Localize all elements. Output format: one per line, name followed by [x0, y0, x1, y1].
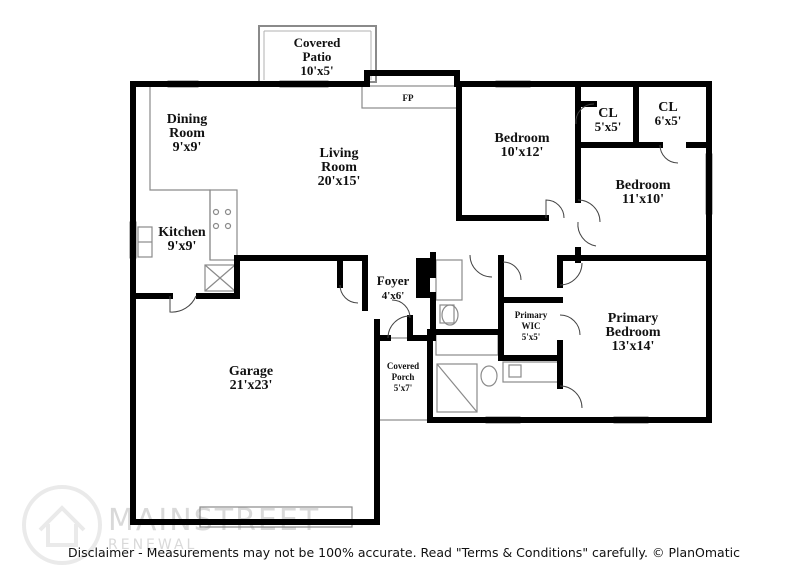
door-swings: [169, 103, 679, 409]
bedroom-2-size: 11'x10': [622, 192, 664, 207]
closet-1-label: CL: [598, 106, 617, 121]
covered-patio-size: 10'x5': [300, 63, 333, 78]
primary-wic-label: Primary: [515, 310, 548, 320]
living-room-label-2: Room: [321, 160, 357, 175]
covered-patio-label-2: Patio: [303, 49, 332, 64]
bedroom-1-size: 10'x12': [501, 145, 544, 160]
kitchen-label: Kitchen: [158, 225, 206, 240]
walls: [130, 70, 712, 525]
living-room-label: Living: [320, 146, 359, 161]
covered-porch-size: 5'x7': [394, 383, 413, 393]
wall-block: [416, 258, 430, 298]
dining-room-label: Dining: [167, 112, 207, 127]
primary-wic-size: 5'x5': [522, 332, 541, 342]
bedroom-2-label: Bedroom: [616, 178, 671, 193]
fireplace-label: FP: [403, 93, 414, 103]
primary-wic-label-2: WIC: [521, 321, 540, 331]
covered-patio-label: Covered: [294, 35, 341, 50]
closet-2-size: 6'x5': [655, 113, 682, 128]
windows: [129, 80, 713, 424]
watermark-sub: RENEWAL: [108, 537, 197, 553]
foyer-label: Foyer: [377, 273, 410, 288]
garage-label: Garage: [229, 364, 273, 379]
dining-room-size: 9'x9': [173, 140, 202, 155]
disclaimer: Disclaimer - Measurements may not be 100…: [68, 545, 740, 560]
covered-porch-label-2: Porch: [392, 372, 415, 382]
closet-1-size: 5'x5': [595, 119, 622, 134]
garage-size: 21'x23': [230, 378, 273, 393]
primary-bedroom-label-2: Bedroom: [606, 325, 661, 340]
watermark-logo: [22, 485, 102, 565]
bedroom-1-label: Bedroom: [495, 131, 550, 146]
closet-2-label: CL: [658, 100, 677, 115]
foyer-size: 4'x6': [382, 290, 405, 302]
living-room-size: 20'x15': [318, 174, 361, 189]
kitchen-size: 9'x9': [168, 239, 197, 254]
dining-room-label-2: Room: [169, 126, 205, 141]
primary-bedroom-size: 13'x14': [612, 339, 655, 354]
primary-bedroom-label: Primary: [608, 311, 659, 326]
covered-porch-label: Covered: [387, 361, 419, 371]
